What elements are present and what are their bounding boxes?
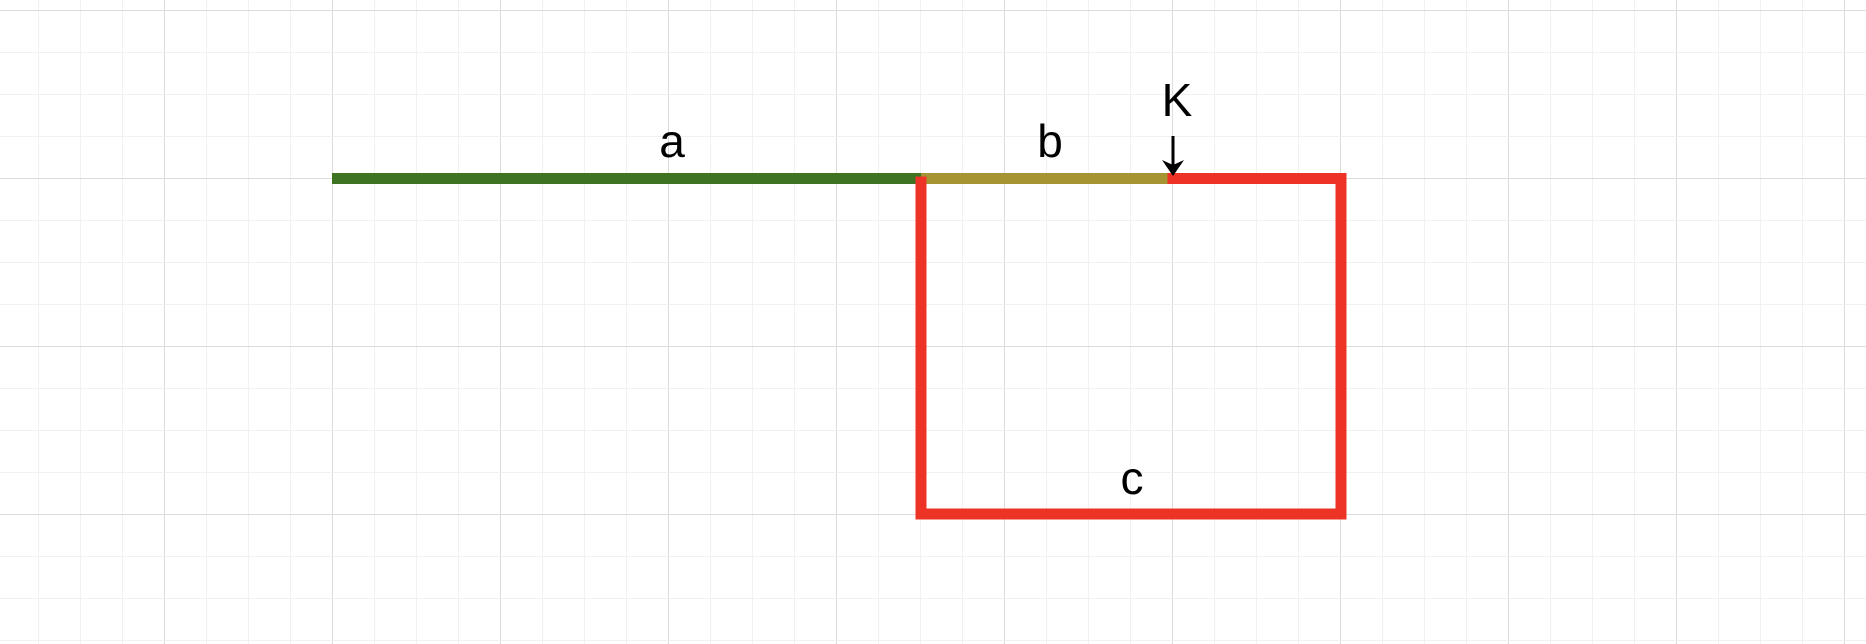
segment-c (915, 173, 1347, 520)
label-k: K (1162, 74, 1193, 126)
label-b: b (1037, 115, 1063, 167)
label-c: c (1121, 452, 1144, 504)
k-arrow (1162, 136, 1184, 176)
label-a: a (659, 115, 685, 167)
